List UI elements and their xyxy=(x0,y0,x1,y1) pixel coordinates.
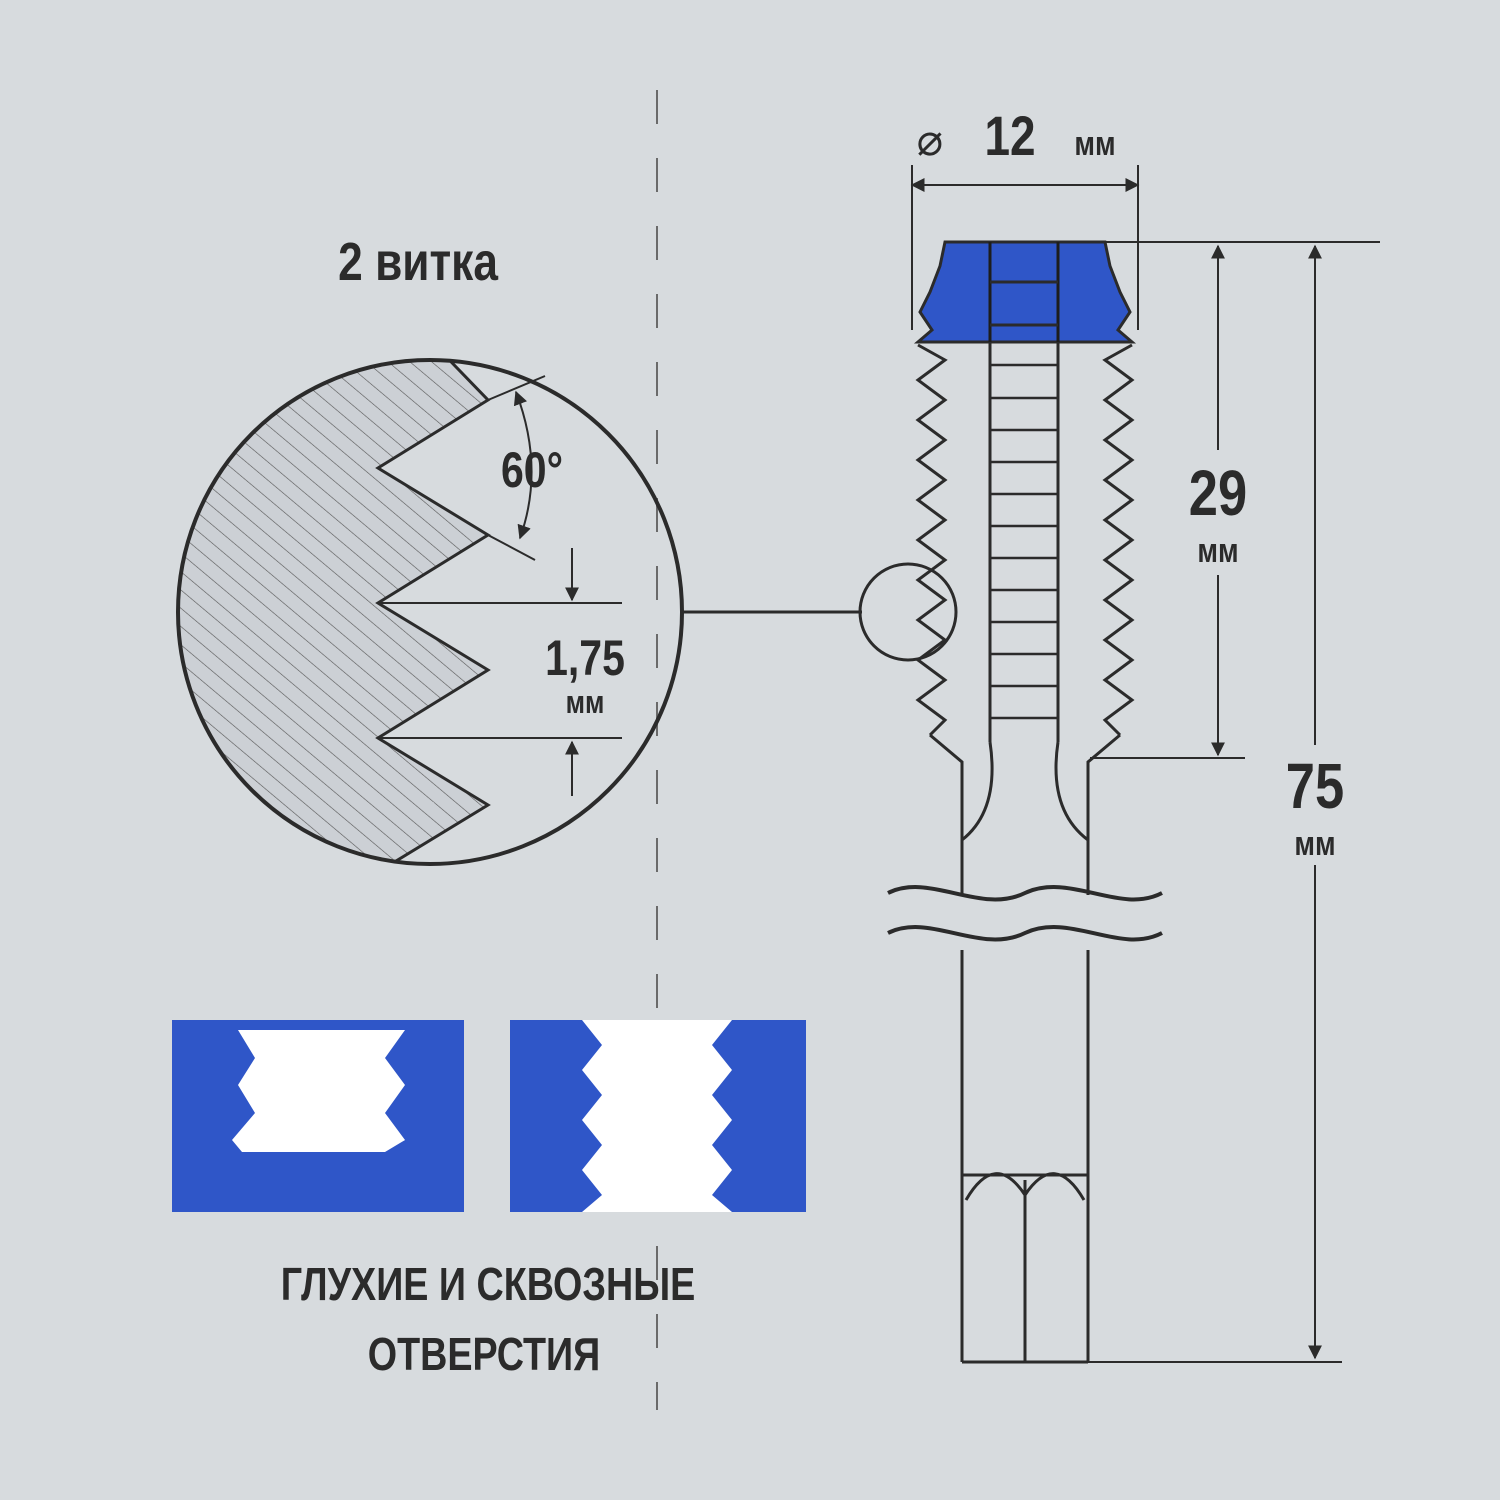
break-mark-bottom xyxy=(887,925,1163,942)
thread-profile-hatched xyxy=(178,360,488,864)
total-length-unit: мм xyxy=(1294,824,1335,862)
pitch-unit: мм xyxy=(566,686,605,721)
flute-rungs xyxy=(990,363,1058,720)
hole-types-caption-line1: ГЛУХИЕ И СКВОЗНЫЕ xyxy=(281,1258,696,1309)
thread-detail-circle xyxy=(176,358,684,866)
tap-thread-left xyxy=(915,343,948,737)
tap-thread-right xyxy=(1102,343,1135,737)
thread-angle-label: 60° xyxy=(501,442,563,498)
tap-chamfer-head xyxy=(913,240,1137,344)
turns-label: 2 витка xyxy=(338,232,498,292)
thread-length-unit: мм xyxy=(1197,531,1238,569)
detail-marker-circle xyxy=(858,562,958,662)
break-mark-top xyxy=(887,885,1163,902)
diameter-unit: мм xyxy=(1074,124,1115,162)
hole-types-caption-line2: ОТВЕРСТИЯ xyxy=(368,1328,600,1379)
diameter-label: ⌀ 12 мм xyxy=(917,105,1116,167)
pitch-value: 1,75 xyxy=(545,630,625,686)
total-length-value: 75 xyxy=(1286,751,1344,822)
diameter-value: 12 xyxy=(984,105,1035,167)
diameter-symbol: ⌀ xyxy=(917,115,944,166)
through-hole-icon xyxy=(510,1020,806,1212)
thread-length-value: 29 xyxy=(1189,458,1247,529)
blind-hole-icon xyxy=(172,1020,464,1212)
tap-drawing xyxy=(887,240,1163,1364)
